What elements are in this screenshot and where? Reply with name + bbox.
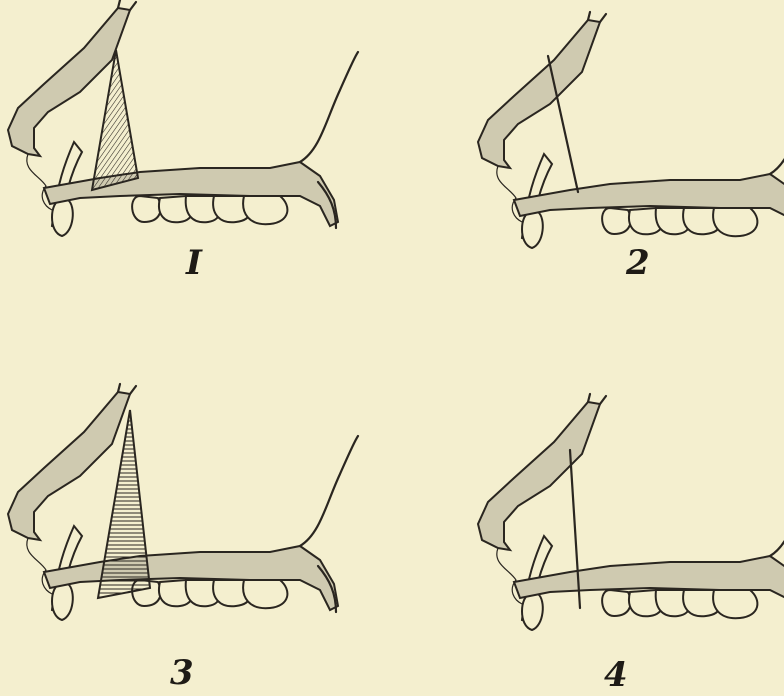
- figure-label-4: 4: [604, 655, 628, 695]
- figure-2: 2: [478, 12, 784, 283]
- figure-3: 3: [8, 384, 358, 693]
- figure-label-2: 2: [625, 243, 650, 283]
- figure-1: I: [8, 0, 358, 283]
- figure-label-1: I: [185, 243, 203, 283]
- figure-4: 4: [478, 394, 784, 695]
- figure-label-3: 3: [170, 653, 194, 693]
